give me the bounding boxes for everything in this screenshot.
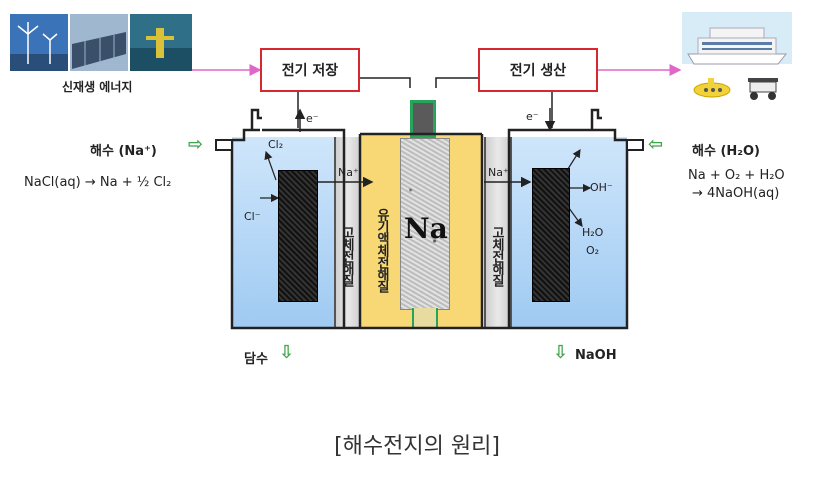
ship-submarine-cart-images [682,12,792,100]
na-rod-bottom [412,308,438,328]
cl2-label: Cl₂ [268,138,284,151]
o2-label: O₂ [586,244,600,257]
application-photos [682,12,792,104]
h2o-label: H₂O [582,226,604,239]
left-inflow-arrow-icon: ⇨ [188,134,204,155]
right-electron-label: e⁻ [526,110,539,123]
right-seawater-label: 해수 (H₂O) [692,144,760,159]
freshwater-outflow-label: 담수 [244,352,268,367]
right-reaction-line2: → 4NaOH(aq) [692,186,780,201]
left-electrode [278,170,318,302]
left-reaction: NaCl(aq) → Na + ½ Cl₂ [24,175,172,190]
renewable-photos [10,14,192,71]
left-na-plus-label: Na⁺ [338,166,359,179]
renewable-energy-label: 신재생 에너지 [62,80,133,94]
electricity-storage-box: 전기 저장 [260,48,360,92]
sodium-anode [400,138,450,310]
left-electron-label: e⁻ [306,112,319,125]
right-na-plus-label: Na⁺ [488,166,509,179]
right-electrode [532,168,570,302]
figure-caption: [해수전지의 원리] [334,434,500,459]
oh-minus-label: OH⁻ [590,181,613,194]
electricity-production-box: 전기 생산 [478,48,598,92]
anode-cap [410,100,436,138]
right-solid-electrolyte [484,137,512,328]
na-label: Na [404,212,448,245]
naoh-outflow-arrow-icon: ⇩ [553,342,569,363]
renewable-energy-images [10,14,192,71]
right-inflow-arrow-icon: ⇦ [648,134,664,155]
right-solid-electrolyte-label: 고체전해질 [489,226,504,286]
left-solid-electrolyte-label: 고체전해질 [339,226,354,286]
freshwater-outflow-arrow-icon: ⇩ [279,342,295,363]
cl-minus-label: Cl⁻ [244,210,261,223]
right-reaction-line1: Na + O₂ + H₂O [688,168,785,183]
naoh-outflow-label: NaOH [575,348,617,363]
left-seawater-label: 해수 (Na⁺) [90,144,157,159]
organic-electrolyte-label: 유기액체전해질 [374,208,389,292]
